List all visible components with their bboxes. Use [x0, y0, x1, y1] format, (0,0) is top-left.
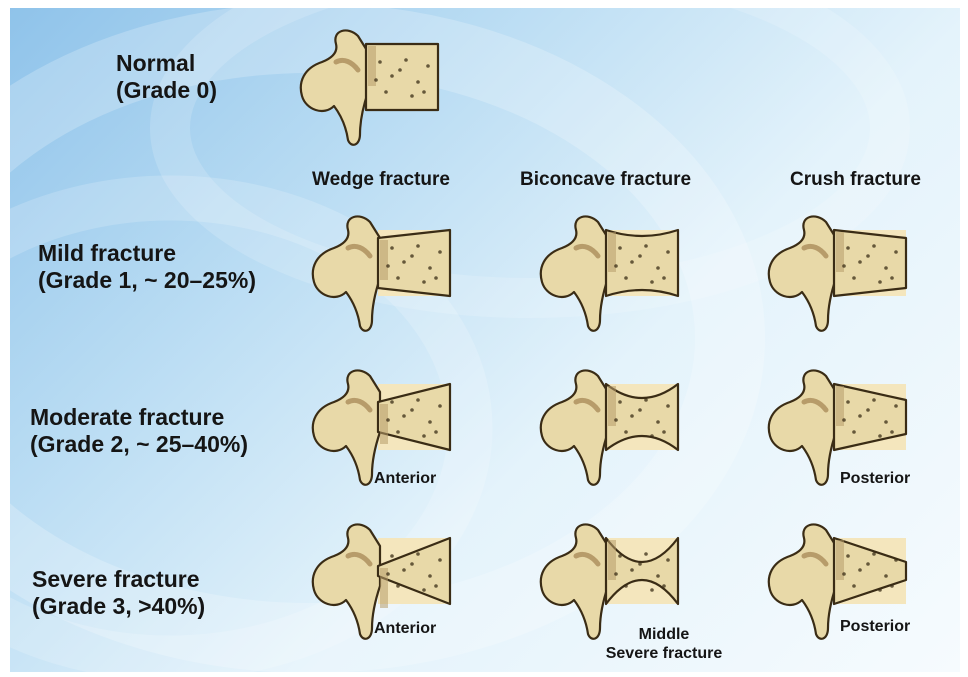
normal-title: Normal — [116, 50, 217, 77]
biconcave-column-header: Biconcave fracture — [520, 169, 691, 191]
crush-column-header: Crush fracture — [790, 169, 921, 191]
normal-grade: (Grade 0) — [116, 77, 217, 104]
mild-grade: (Grade 1, ~ 20–25%) — [38, 267, 256, 294]
moderate-grade: (Grade 2, ~ 25–40%) — [30, 431, 248, 458]
mild-row-label: Mild fracture (Grade 1, ~ 20–25%) — [38, 240, 256, 294]
moderate-biconcave-vertebra-illustration — [528, 362, 688, 494]
diagram-panel: Normal (Grade 0) Mild fracture (Grade 1,… — [10, 8, 960, 672]
severe-biconcave-vertebra-illustration — [528, 516, 688, 648]
severe-wedge-vertebra-illustration — [300, 516, 460, 648]
moderate-row-label: Moderate fracture (Grade 2, ~ 25–40%) — [30, 404, 248, 458]
moderate-wedge-vertebra-illustration — [300, 362, 460, 494]
normal-row-label: Normal (Grade 0) — [116, 50, 217, 104]
moderate-title: Moderate fracture — [30, 404, 248, 431]
severe-crush-vertebra-illustration — [756, 516, 916, 648]
mild-wedge-vertebra-illustration — [300, 208, 460, 340]
mild-crush-vertebra-illustration — [756, 208, 916, 340]
severe-title: Severe fracture — [32, 566, 205, 593]
mild-title: Mild fracture — [38, 240, 256, 267]
normal-vertebra-illustration — [288, 22, 448, 154]
severe-row-label: Severe fracture (Grade 3, >40%) — [32, 566, 205, 620]
moderate-crush-vertebra-illustration — [756, 362, 916, 494]
severe-grade: (Grade 3, >40%) — [32, 593, 205, 620]
wedge-column-header: Wedge fracture — [312, 169, 450, 191]
mild-biconcave-vertebra-illustration — [528, 208, 688, 340]
